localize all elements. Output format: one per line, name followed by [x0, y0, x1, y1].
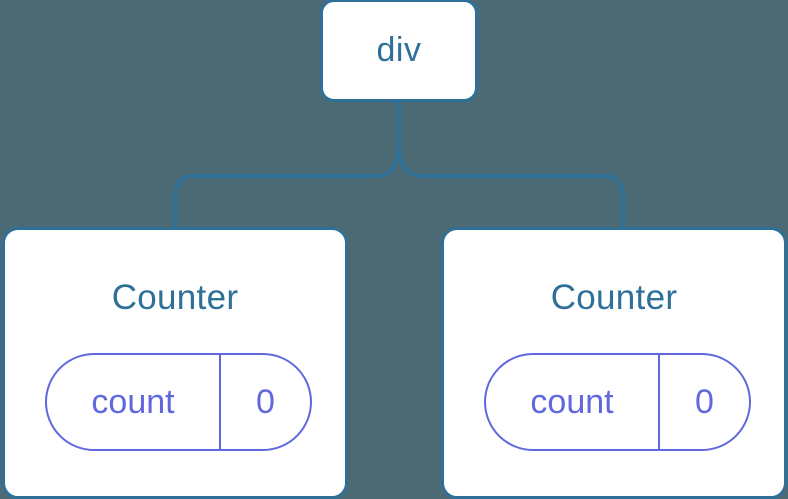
state-value-right: 0 — [695, 382, 714, 421]
state-key-right: count — [486, 355, 660, 449]
node-div[interactable]: div — [320, 0, 478, 102]
node-counter-right-label: Counter — [550, 278, 678, 317]
node-div-label: div — [376, 31, 422, 69]
node-counter-right[interactable]: Counter count 0 — [441, 227, 787, 499]
state-pill-left[interactable]: count 0 — [45, 353, 312, 451]
node-counter-left-label: Counter — [111, 278, 239, 317]
node-counter-left[interactable]: Counter count 0 — [2, 227, 348, 499]
edge-branch-right — [397, 145, 625, 229]
state-pill-right[interactable]: count 0 — [484, 353, 751, 451]
state-value-left: 0 — [256, 382, 275, 421]
state-key-left: count — [47, 355, 221, 449]
edge-branch-left — [173, 145, 401, 229]
